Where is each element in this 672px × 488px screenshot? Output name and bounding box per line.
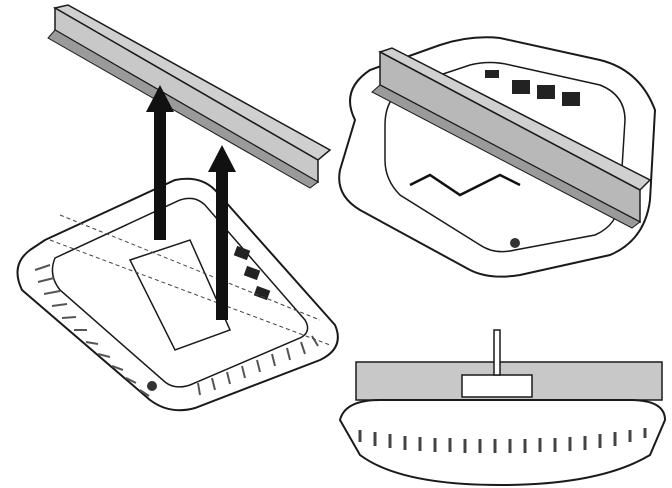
panel-lift-onto-rail: [16, 4, 339, 412]
port: [253, 285, 271, 301]
screwdriver-icon: [493, 329, 501, 376]
vent-slots: [358, 428, 647, 453]
arrow-up-icon: [146, 85, 174, 240]
port: [537, 85, 555, 99]
port: [243, 265, 261, 281]
panel-twist-lock: [338, 36, 657, 278]
panel-side-view: [338, 329, 667, 487]
arrow-up-icon: [208, 145, 236, 320]
led-indicator: [510, 238, 520, 248]
ceiling-rail-left: [47, 4, 332, 189]
vent-slots: [34, 264, 319, 397]
access-point-side: [338, 399, 667, 487]
port: [562, 92, 580, 106]
mount-bracket: [128, 239, 232, 351]
mount-clip: [461, 374, 533, 398]
port: [512, 80, 530, 94]
port: [233, 245, 251, 261]
ceiling-rail-right: [371, 47, 652, 229]
rotate-arrow-icon: [409, 173, 521, 197]
access-point-left: [16, 177, 339, 412]
port: [485, 70, 499, 78]
led-indicator: [147, 381, 157, 391]
